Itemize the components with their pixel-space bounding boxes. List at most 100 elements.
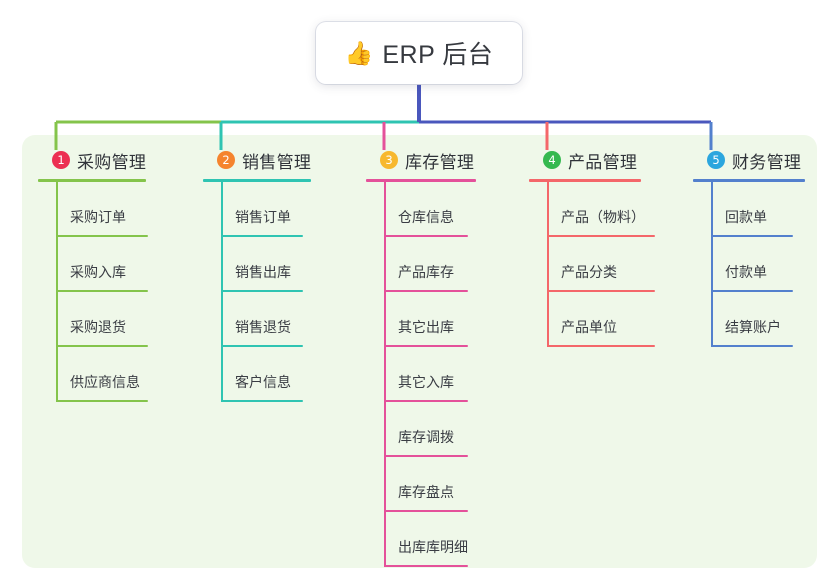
- thumbs-up-icon: 👍: [344, 39, 374, 66]
- branch-item-label: 库存调拨: [398, 429, 454, 445]
- branch-item-list: 采购订单采购入库采购退货供应商信息: [38, 182, 148, 402]
- branch-item-list: 仓库信息产品库存其它出库其它入库库存调拨库存盘点出库库明细: [366, 182, 476, 567]
- branch-item[interactable]: 库存调拨: [366, 402, 476, 457]
- branch-item-underline: [384, 455, 468, 457]
- branch-item-label: 付款单: [725, 264, 767, 280]
- branch-item[interactable]: 付款单: [693, 237, 805, 292]
- branch-item[interactable]: 回款单: [693, 182, 805, 237]
- branch-item-underline: [711, 345, 793, 347]
- branch-column-4: 4 产品管理产品（物料） 产品分类产品单位: [529, 147, 655, 347]
- branch-item-label: 销售出库: [235, 264, 291, 280]
- branch-item[interactable]: 销售出库: [203, 237, 311, 292]
- branch-underline: [38, 179, 146, 182]
- branch-item-label: 销售退货: [235, 319, 291, 335]
- branch-underline: [529, 179, 641, 182]
- branch-item[interactable]: 产品分类: [529, 237, 655, 292]
- branch-column-5: 5 财务管理回款单付款单结算账户: [693, 147, 805, 347]
- branch-item-underline: [547, 345, 655, 347]
- branch-item[interactable]: 采购入库: [38, 237, 148, 292]
- branch-item-underline: [547, 290, 655, 292]
- branch-item-label: 出库库明细: [398, 539, 468, 555]
- branch-item-underline: [221, 235, 303, 237]
- branch-item-underline: [711, 290, 793, 292]
- branch-spine: [711, 182, 713, 347]
- branch-item-underline: [384, 235, 468, 237]
- root-node[interactable]: 👍 ERP 后台: [316, 22, 522, 84]
- branch-item-underline: [384, 345, 468, 347]
- branch-item-underline: [384, 400, 468, 402]
- branch-item-label: 产品（物料）: [561, 209, 645, 225]
- branch-item-underline: [221, 345, 303, 347]
- branch-item-label: 采购入库: [70, 264, 126, 280]
- branch-title: 库存管理: [405, 152, 475, 172]
- branch-item-underline: [221, 290, 303, 292]
- branch-item-underline: [221, 400, 303, 402]
- branch-item[interactable]: 销售订单: [203, 182, 311, 237]
- diagram-panel: [22, 135, 817, 568]
- branch-item[interactable]: 采购退货: [38, 292, 148, 347]
- branch-item[interactable]: 销售退货: [203, 292, 311, 347]
- branch-item-underline: [56, 400, 148, 402]
- branch-spine: [56, 182, 58, 402]
- branch-item[interactable]: 产品单位: [529, 292, 655, 347]
- branch-badge-icon: 4: [543, 151, 561, 169]
- branch-item-label: 客户信息: [235, 374, 291, 390]
- branch-item-underline: [56, 235, 148, 237]
- branch-item-label: 产品分类: [561, 264, 617, 280]
- branch-header-4[interactable]: 4 产品管理: [529, 147, 641, 173]
- branch-item-label: 销售订单: [235, 209, 291, 225]
- branch-title: 产品管理: [568, 152, 638, 172]
- branch-item[interactable]: 库存盘点: [366, 457, 476, 512]
- branch-item-list: 回款单付款单结算账户: [693, 182, 805, 347]
- branch-badge-icon: 2: [217, 151, 235, 169]
- branch-item[interactable]: 出库库明细: [366, 512, 476, 567]
- branch-title: 财务管理: [732, 152, 802, 172]
- branch-badge-icon: 3: [380, 151, 398, 169]
- branch-item-label: 采购退货: [70, 319, 126, 335]
- branch-item[interactable]: 客户信息: [203, 347, 311, 402]
- branch-underline: [693, 179, 805, 182]
- branch-item[interactable]: 结算账户: [693, 292, 805, 347]
- branch-item-underline: [56, 345, 148, 347]
- branch-item[interactable]: 其它入库: [366, 347, 476, 402]
- branch-item-underline: [711, 235, 793, 237]
- branch-badge-icon: 1: [52, 151, 70, 169]
- branch-item-label: 仓库信息: [398, 209, 454, 225]
- branch-header-3[interactable]: 3 库存管理: [366, 147, 476, 173]
- branch-item-underline: [384, 290, 468, 292]
- branch-item[interactable]: 其它出库: [366, 292, 476, 347]
- branch-item-label: 供应商信息: [70, 374, 140, 390]
- branch-spine: [547, 182, 549, 347]
- branch-underline: [366, 179, 476, 182]
- branch-item-label: 结算账户: [725, 319, 781, 335]
- branch-column-3: 3 库存管理仓库信息产品库存其它出库其它入库库存调拨库存盘点出库库明细: [366, 147, 476, 567]
- branch-item-label: 回款单: [725, 209, 767, 225]
- branch-item-underline: [56, 290, 148, 292]
- branch-item-label: 产品库存: [398, 264, 454, 280]
- branch-item[interactable]: 产品（物料）: [529, 182, 655, 237]
- branch-item[interactable]: 产品库存: [366, 237, 476, 292]
- branch-item[interactable]: 采购订单: [38, 182, 148, 237]
- branch-column-2: 2 销售管理销售订单销售出库销售退货客户信息: [203, 147, 311, 402]
- branch-header-2[interactable]: 2 销售管理: [203, 147, 311, 173]
- branch-spine: [221, 182, 223, 402]
- branch-spine: [384, 182, 386, 567]
- branch-item-underline: [547, 235, 655, 237]
- branch-item-list: 销售订单销售出库销售退货客户信息: [203, 182, 311, 402]
- branch-item-label: 采购订单: [70, 209, 126, 225]
- branch-item[interactable]: 仓库信息: [366, 182, 476, 237]
- branch-item-underline: [384, 510, 468, 512]
- branch-underline: [203, 179, 311, 182]
- root-title: ERP 后台: [382, 41, 494, 69]
- branch-badge-icon: 5: [707, 151, 725, 169]
- branch-item-underline: [384, 565, 468, 567]
- branch-header-5[interactable]: 5 财务管理: [693, 147, 805, 173]
- branch-item-list: 产品（物料） 产品分类产品单位: [529, 182, 655, 347]
- branch-item[interactable]: 供应商信息: [38, 347, 148, 402]
- branch-title: 销售管理: [242, 152, 312, 172]
- branch-item-label: 其它出库: [398, 319, 454, 335]
- branch-item-label: 其它入库: [398, 374, 454, 390]
- branch-item-label: 库存盘点: [398, 484, 454, 500]
